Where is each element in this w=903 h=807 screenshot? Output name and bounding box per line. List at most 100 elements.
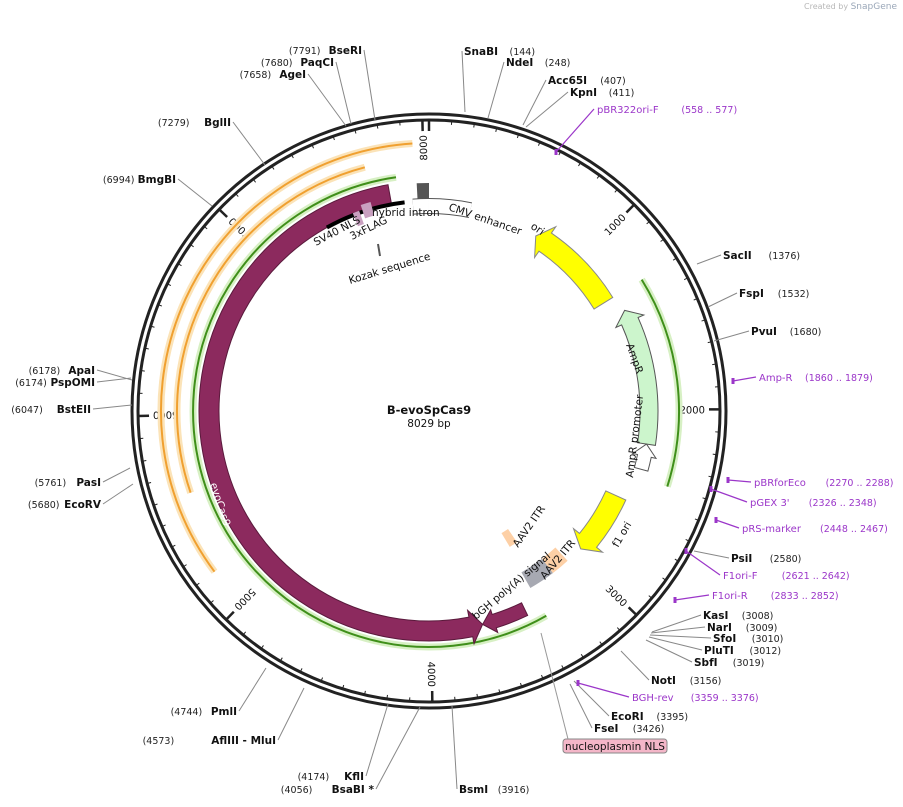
primer-site[interactable]: pBRforEco(2270 .. 2288) bbox=[726, 477, 894, 489]
enzyme-name: AgeI bbox=[279, 69, 306, 81]
primer-site[interactable]: pBR322ori-F(558 .. 577) bbox=[554, 105, 738, 155]
green-track-ampr[interactable] bbox=[640, 279, 681, 487]
ori-arrow[interactable] bbox=[533, 225, 614, 310]
enzyme-site[interactable]: BsmI(3916) bbox=[459, 784, 529, 796]
enzyme-site[interactable]: PspOMI(6174) bbox=[15, 377, 95, 389]
primer-range: (558 .. 577) bbox=[681, 105, 737, 116]
tick-label: 8000 bbox=[419, 135, 431, 161]
major-tick bbox=[627, 606, 638, 616]
aav2-itr-feature-1[interactable] bbox=[501, 528, 517, 547]
enzyme-position: (1680) bbox=[790, 327, 822, 338]
hybrid-intron-label[interactable]: hybrid intron bbox=[372, 207, 440, 219]
minor-tick bbox=[195, 582, 200, 586]
minor-tick bbox=[210, 600, 214, 604]
enzyme-site[interactable]: SacII(1376) bbox=[723, 250, 800, 262]
enzyme-leader bbox=[696, 254, 722, 265]
enzyme-site[interactable]: SfoI(3010) bbox=[713, 633, 783, 645]
enzyme-site[interactable]: FseI(3426) bbox=[594, 723, 664, 735]
enzyme-site[interactable]: NarI(3009) bbox=[707, 622, 777, 634]
enzyme-site[interactable]: PasI(5761) bbox=[35, 477, 101, 489]
enzyme-site[interactable]: ApaI(6178) bbox=[29, 365, 95, 377]
minor-tick bbox=[171, 544, 176, 548]
enzyme-site[interactable]: AgeI(7658) bbox=[240, 69, 306, 81]
cmv-enhancer-label[interactable]: CMV enhancer bbox=[447, 201, 524, 237]
3xflag-feature[interactable] bbox=[360, 202, 375, 219]
minor-tick bbox=[364, 690, 366, 695]
cmv-enhancer-feature-2[interactable] bbox=[428, 198, 472, 218]
enzyme-name: KasI bbox=[703, 610, 728, 622]
enzyme-leader bbox=[713, 330, 750, 342]
aav2-itr-feature-2[interactable] bbox=[541, 547, 568, 574]
f1ori-label[interactable]: f1 ori bbox=[610, 520, 634, 550]
primer-site[interactable]: F1ori-F(2621 .. 2642) bbox=[684, 548, 850, 582]
primer-range: (2448 .. 2467) bbox=[820, 524, 888, 535]
enzyme-site[interactable]: SbfI(3019) bbox=[694, 657, 764, 669]
enzyme-site[interactable]: PaqCI(7680) bbox=[261, 57, 334, 69]
f1ori-arrow[interactable] bbox=[572, 490, 627, 553]
enzyme-leader bbox=[569, 683, 593, 729]
enzyme-site[interactable]: PsiI(2580) bbox=[731, 553, 801, 565]
enzyme-position: (411) bbox=[609, 88, 635, 99]
enzyme-name: KflI bbox=[344, 771, 364, 783]
cmv-enhancer-feature[interactable] bbox=[412, 198, 430, 214]
enzyme-site[interactable]: KasI(3008) bbox=[703, 610, 773, 622]
primer-leader bbox=[577, 682, 630, 698]
enzyme-site[interactable]: PluTI(3012) bbox=[704, 645, 781, 657]
enzyme-site[interactable]: KflI(4174) bbox=[298, 771, 364, 783]
enzyme-site[interactable]: Acc65I(407) bbox=[548, 75, 626, 87]
orange-track-2[interactable] bbox=[176, 166, 366, 494]
enzyme-name: EcoRI bbox=[611, 711, 644, 723]
enzyme-leader bbox=[92, 404, 133, 410]
enzyme-site[interactable]: KpnI(411) bbox=[570, 87, 634, 99]
enzyme-position: (4744) bbox=[171, 707, 203, 718]
evocas9-tail[interactable] bbox=[481, 602, 529, 634]
ampr-arrow[interactable] bbox=[614, 309, 659, 446]
primer-name: BGH-rev bbox=[632, 693, 674, 704]
primer-site[interactable]: F1ori-R (2833 .. 2852) bbox=[673, 591, 839, 603]
plasmid-name: B-evoSpCas9 bbox=[387, 403, 471, 417]
primer-site[interactable]: pRS-marker(2448 .. 2467) bbox=[714, 517, 888, 535]
sv40-nls-feature[interactable] bbox=[352, 210, 364, 227]
primer-name: F1ori-R bbox=[712, 591, 748, 602]
enzyme-site[interactable]: BmgBI(6994) bbox=[103, 174, 176, 186]
minor-tick bbox=[702, 497, 707, 500]
primer-mark bbox=[709, 486, 713, 492]
enzyme-site[interactable]: PmlI(4744) bbox=[171, 706, 237, 718]
minor-tick bbox=[140, 370, 145, 372]
enzyme-leader bbox=[96, 377, 132, 383]
nucleoplasmin-nls-feature[interactable]: nucleoplasmin NLS bbox=[562, 738, 668, 754]
kozak-sequence-label[interactable]: Kozak sequence bbox=[347, 251, 432, 287]
minor-tick bbox=[596, 174, 600, 179]
primer-site[interactable]: pGEX 3'(2326 .. 2348) bbox=[709, 486, 877, 509]
aav2-itr-label-1[interactable]: AAV2 ITR bbox=[511, 504, 548, 550]
minor-tick bbox=[271, 165, 275, 170]
orange-track[interactable] bbox=[159, 142, 413, 573]
primer-site[interactable]: BGH-rev(3359 .. 3376) bbox=[576, 680, 759, 704]
enzyme-name: AflIII - MluI bbox=[211, 735, 276, 747]
enzyme-site[interactable]: BseRI(7791) bbox=[289, 45, 362, 57]
enzyme-leader bbox=[620, 650, 650, 681]
green-track[interactable] bbox=[192, 176, 547, 648]
enzyme-leader bbox=[651, 614, 702, 633]
primer-range: (2833 .. 2852) bbox=[771, 591, 839, 602]
enzyme-leader bbox=[648, 636, 703, 651]
enzyme-site[interactable]: NdeI(248) bbox=[506, 57, 570, 69]
enzyme-site[interactable]: NotI(3156) bbox=[651, 675, 721, 687]
enzyme-site[interactable]: SnaBI(144) bbox=[464, 46, 535, 58]
enzyme-site[interactable]: PvuI(1680) bbox=[751, 326, 821, 338]
enzyme-name: Acc65I bbox=[548, 75, 587, 87]
enzyme-site[interactable]: BstEII(6047) bbox=[11, 404, 91, 416]
enzyme-site[interactable]: EcoRV(5680) bbox=[28, 499, 102, 511]
enzyme-leader bbox=[102, 467, 131, 483]
ampr-promoter-arrow[interactable] bbox=[631, 443, 658, 472]
primer-site[interactable]: Amp-R(1860 .. 1879) bbox=[731, 373, 873, 384]
enzyme-site[interactable]: EcoRI(3395) bbox=[611, 711, 688, 723]
enzyme-site[interactable]: BglII(7279) bbox=[158, 117, 231, 129]
enzyme-site[interactable]: BsaBI *(4056) bbox=[281, 784, 375, 796]
minor-tick bbox=[646, 220, 651, 225]
minor-tick bbox=[203, 225, 208, 230]
enzyme-leader-lines bbox=[92, 49, 750, 790]
enzyme-site[interactable]: FspI(1532) bbox=[739, 288, 809, 300]
bgh-polya-feature[interactable] bbox=[521, 558, 553, 589]
enzyme-site[interactable]: AflIII - MluI(4573) bbox=[143, 735, 276, 747]
